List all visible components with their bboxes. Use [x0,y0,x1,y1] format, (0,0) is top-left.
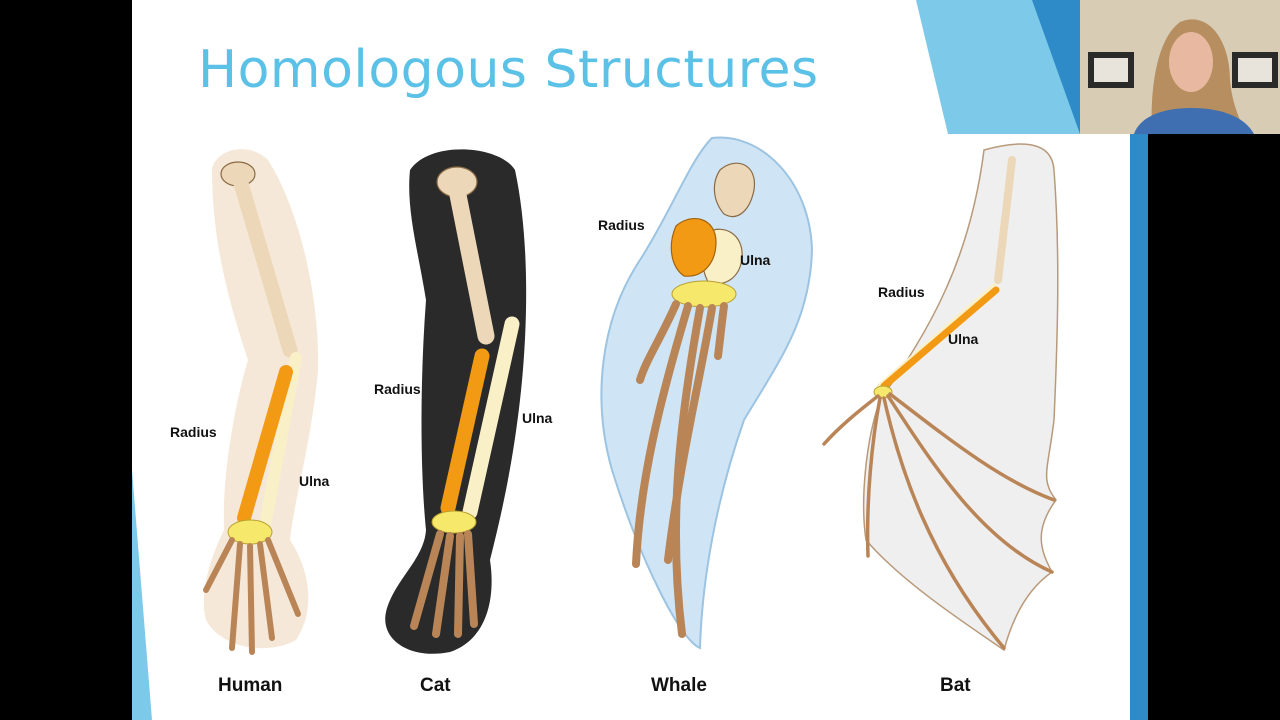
human-digits [203,537,301,655]
slide-title: Homologous Structures [198,40,819,100]
cat-limb: Radius Ulna Cat [374,149,553,696]
presenter-webcam [1080,0,1280,134]
human-limb: Radius Ulna Human [170,149,330,696]
bat-radius-label: Radius [878,284,925,300]
whale-digits [632,300,728,638]
whale-label: Whale [651,675,707,696]
whale-ulna-label: Ulna [740,252,771,268]
whale-limb: Radius Ulna Whale [598,136,814,696]
human-ulna [260,352,302,526]
human-radius [237,365,293,525]
presenter-face [1169,32,1213,92]
cat-digits [410,530,478,638]
cat-ulna [462,316,520,520]
cat-ulna-label: Ulna [522,410,553,426]
whale-radius [670,217,717,277]
bat-digits [822,392,1056,650]
whale-humerus [713,162,756,218]
human-humerus [232,172,298,358]
bat-humerus [994,156,1016,284]
webcam-scene [1080,0,1280,134]
human-arm-outline [203,149,319,649]
cat-humerus [448,181,495,345]
bat-limb: Radius Ulna Bat [822,143,1059,696]
presenter-shirt [1134,108,1254,134]
human-ulna-label: Ulna [299,473,330,489]
bat-ulna-label: Ulna [948,331,979,347]
bat-radius [880,286,1000,390]
human-radius-label: Radius [170,424,217,440]
whale-flipper [600,136,814,650]
whale-carpals [671,280,737,308]
cat-radius [440,348,490,516]
right-accent-bar [1130,134,1148,720]
cat-radius-label: Radius [374,381,421,397]
cat-leg-fur [385,149,527,654]
cat-label: Cat [420,675,451,696]
left-accent [132,470,152,720]
whale-radius-label: Radius [598,217,645,233]
human-label: Human [218,675,282,696]
bat-label: Bat [940,675,971,696]
cat-carpals [431,510,477,534]
